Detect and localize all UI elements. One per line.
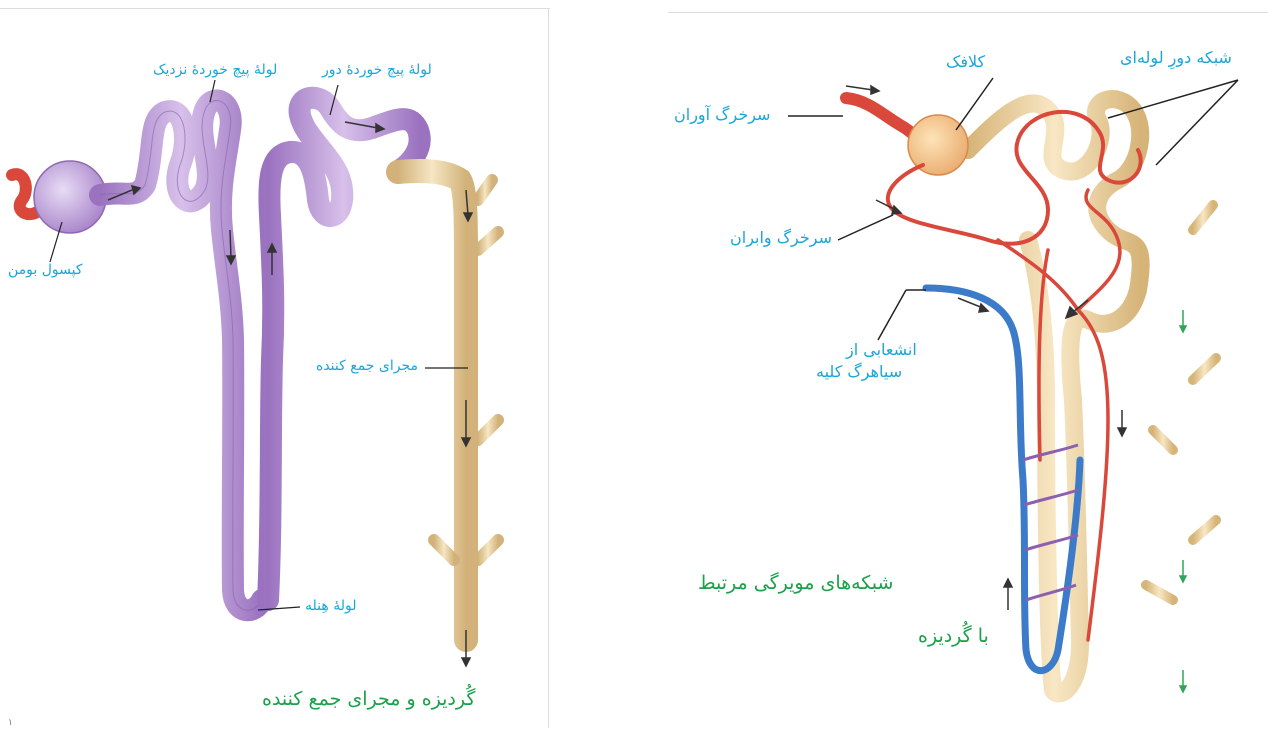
collecting-duct-shape [398, 171, 466, 640]
duct-branch-c [1153, 430, 1173, 450]
capillary-panel: کلافک شبکه دورِ لوله‌ای سرخرگ آوران سرخر… [668, 0, 1275, 734]
duct-branch-5 [478, 540, 498, 560]
label-loop-of-henle: لولهٔ هِنله [305, 598, 356, 615]
nephron-panel: لولهٔ پیچ خوردهٔ نزدیک لولهٔ پیچ خوردهٔ … [0, 0, 555, 734]
label-capillary-network-2: با گُردیزه [918, 625, 989, 648]
nephron-diagram [0, 0, 555, 734]
proximal-tubule-shape [100, 100, 262, 610]
label-peritubular-network: شبکه دورِ لوله‌ای [1120, 48, 1232, 67]
page-mark: ۱ [8, 718, 13, 728]
caption-nephron: گُردیزه و مجرای جمع کننده [262, 688, 475, 711]
flow-arrows [108, 122, 472, 666]
duct-branch-3 [478, 420, 498, 440]
tubule-shape [968, 99, 1141, 693]
label-distal-tubule: لولهٔ پیچ خوردهٔ دور [322, 62, 432, 79]
label-proximal-tubule: لولهٔ پیچ خوردهٔ نزدیک [153, 62, 277, 79]
label-renal-vein-branch-1: انشعابی از [846, 340, 917, 359]
duct-branch-1 [478, 180, 492, 200]
label-efferent-arteriole: سرخرگ وابران [730, 228, 832, 247]
label-capillary-network-1: شبکه‌های مویرگی مرتبط [698, 572, 893, 595]
duct-branch-4 [434, 540, 454, 560]
duct-branch-2 [478, 232, 498, 250]
label-afferent-arteriole: سرخرگ آوران [674, 105, 770, 124]
peritubular-network-shape [998, 190, 1120, 640]
label-bowman-capsule: کپسول بومن [8, 262, 83, 279]
label-collecting-duct: مجرای جمع کننده [316, 358, 418, 375]
duct-branch-d [1193, 520, 1216, 540]
duct-branch-b [1193, 358, 1216, 380]
duct-branch-a [1193, 205, 1213, 230]
label-renal-vein-branch-2: سیاهرگ کلیه [816, 362, 902, 381]
label-glomerulus: کلافک [946, 52, 985, 71]
duct-branch-e [1146, 585, 1173, 600]
